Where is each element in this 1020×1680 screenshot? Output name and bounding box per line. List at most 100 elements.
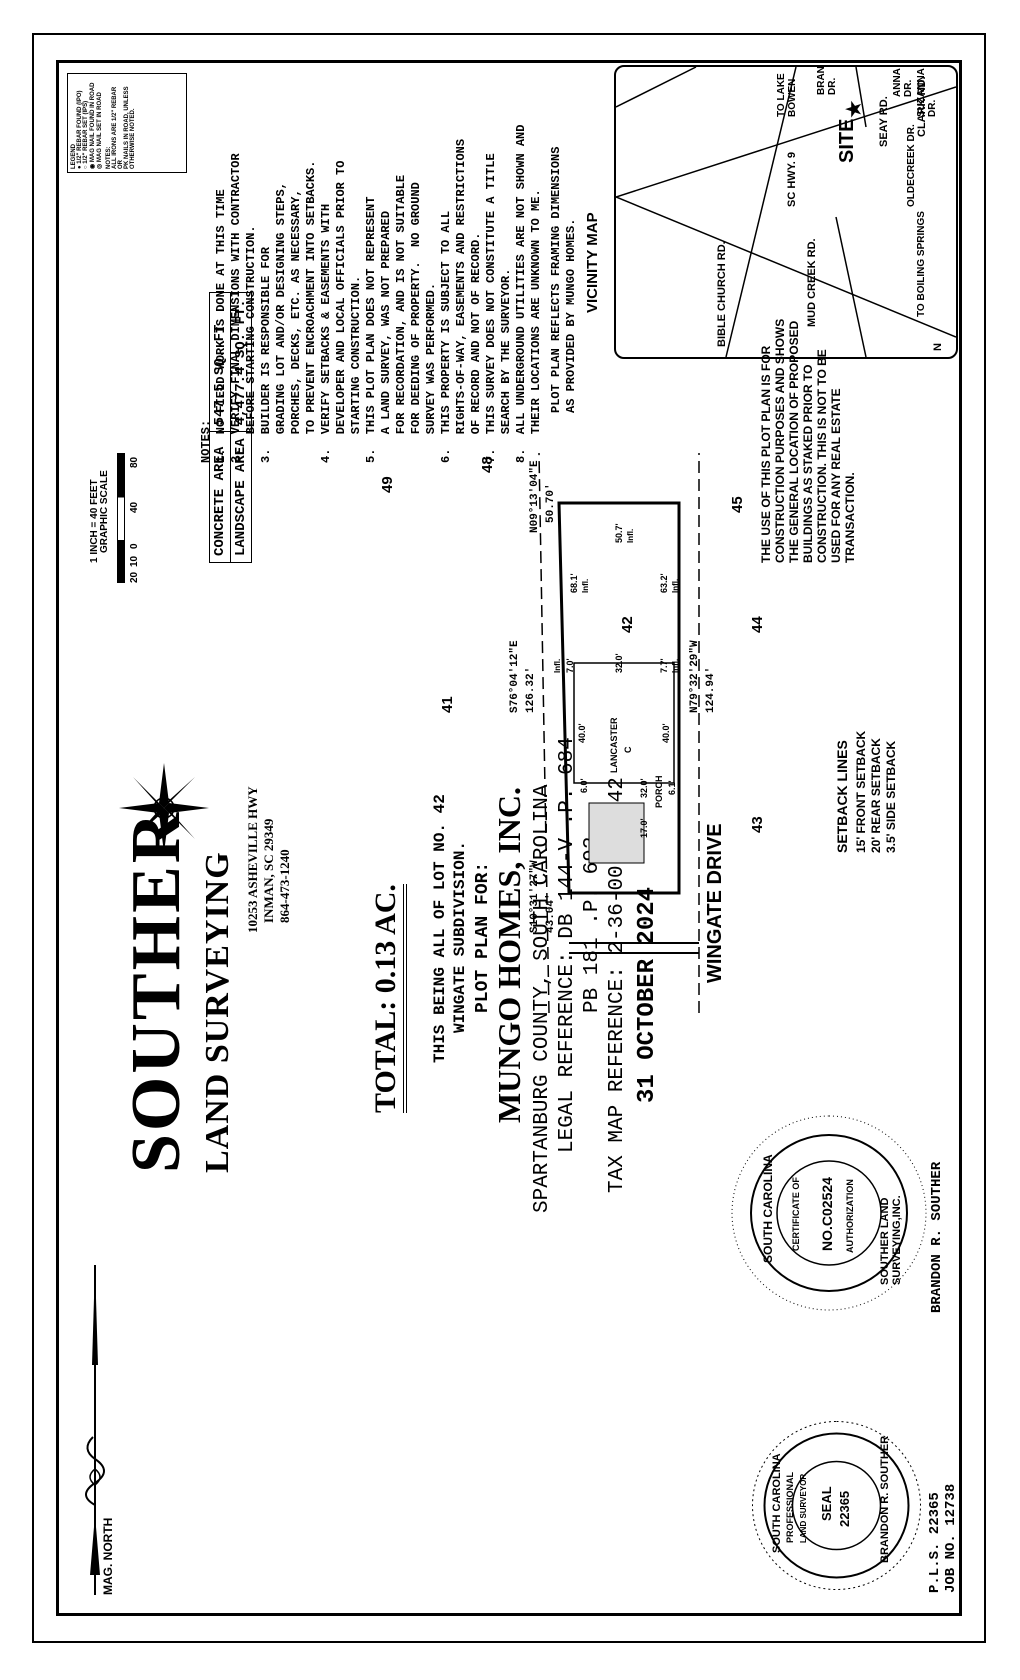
- plat-drawing: WINGATE DRIVE S10°31'27"W 43.04' N09°13'…: [209, 452, 829, 1014]
- seal1-auth: AUTHORIZATION: [845, 1179, 855, 1253]
- note-line: SEARCH BY THE SURVEYOR.: [499, 268, 513, 463]
- lot-number: 44: [749, 616, 766, 633]
- seal2-name: BRANDON R. SOUTHER: [879, 1435, 891, 1563]
- setback-line: 20' REAR SETBACK: [869, 738, 883, 853]
- vicinity-map: ★ SITE SC HWY. 9 SEAY RD. MUD CREEK RD. …: [614, 65, 958, 359]
- note-line: STARTING CONSTRUCTION.: [349, 275, 363, 463]
- plot-plan-note-2: AS PROVIDED BY MUNGO HOMES.: [564, 218, 578, 413]
- note-line: PORCHES, DECKS, ETC. AS NECESSARY,: [289, 189, 303, 463]
- legend-item: ◎ MAG NAIL SET IN ROAD: [97, 92, 103, 169]
- driveway-width: 17.0': [639, 818, 649, 838]
- house-elev: C: [623, 746, 633, 754]
- vicinity-to-lake-bowen: TO LAKE BOWEN: [776, 73, 798, 117]
- left-side-infl: Infl.: [671, 658, 680, 673]
- surveyor-name: BRANDON R. SOUTHER: [929, 1161, 945, 1313]
- note-line: OF RECORD AND NOT OF RECORD.: [469, 232, 483, 463]
- vicinity-brannon: BRANNON DR.: [816, 65, 838, 95]
- note-line: 7. THIS SURVEY DOES NOT CONSTITUTE A TIT…: [484, 153, 498, 463]
- seal-company: SOUTH CAROLINA CERTIFICATE OF NO.C02524 …: [729, 1113, 929, 1313]
- vicinity-north: N: [932, 343, 944, 351]
- scale-title: GRAPHIC SCALE: [99, 470, 110, 553]
- rear-setback-width: 50.7': [614, 523, 624, 543]
- setback-line: 3.5' SIDE SETBACK: [884, 740, 898, 853]
- rear-setback-infl: Infl.: [626, 528, 635, 543]
- porch-width: 32.0': [639, 778, 649, 798]
- right-setback-infl: Infl.: [581, 578, 590, 593]
- note-line: DEVELOPER AND LOCAL OFFICIALS PRIOR TO: [334, 160, 348, 463]
- right-side-infl: Infl.: [553, 658, 562, 673]
- vicinity-to-boiling-springs: TO BOILING SPRINGS: [916, 211, 927, 317]
- note-line: FOR RECORDATION, AND IS NOT SUITABLE: [394, 174, 408, 463]
- lot-number: 45: [729, 496, 746, 513]
- street-name: WINGATE DRIVE: [704, 823, 726, 983]
- porch-right: 6.0': [579, 778, 589, 793]
- legend-box: LEGEND ● 1/2" REBAR FOUND (IPO) ○ 1/2" R…: [67, 73, 187, 173]
- seal2-prof: PROFESSIONAL: [785, 1471, 795, 1543]
- note-line: 3. BUILDER IS RESPONSIBLE FOR: [259, 246, 273, 463]
- house-depth-1: 40.0': [577, 723, 587, 743]
- scale-tick: 20: [129, 571, 140, 583]
- mag-north-arrow: MAG. NORTH: [65, 1245, 125, 1595]
- seal1-num: NO.C02524: [819, 1177, 835, 1251]
- inner-border: [56, 60, 962, 1616]
- vicinity-seay: SEAY RD.: [878, 96, 890, 147]
- note-line: 4. VERIFY SETBACKS & EASEMENTS WITH: [319, 203, 333, 463]
- seal-surveyor: SOUTH CAROLINA PROFESSIONAL LAND SURVEYO…: [749, 1418, 924, 1593]
- note-line: 8. ALL UNDERGROUND UTILITIES ARE NOT SHO…: [514, 124, 528, 463]
- house-width: 32.0': [614, 653, 624, 673]
- area-value: 4,477.4 SQ. FT.: [230, 292, 252, 432]
- surveyor-seal-icon: [752, 1421, 921, 1590]
- lot-number: 49: [379, 476, 396, 493]
- compass-rose: [119, 763, 209, 853]
- house-depth-2: 40.0': [661, 723, 671, 743]
- vicinity-site: SITE: [836, 118, 858, 163]
- lot-number: 41: [439, 696, 456, 713]
- scale-tick: 0: [129, 543, 140, 549]
- legend-note: OTHERWISE NOTED.: [130, 108, 136, 169]
- vicinity-anna: ANNA DR.: [892, 68, 914, 97]
- scale-tick: 10: [129, 555, 140, 567]
- vicinity-map-title: VICINITY MAP: [584, 212, 601, 313]
- area-value: 547.5 SQ. FT.: [209, 292, 231, 432]
- bearing-front-dist: 43.04': [545, 893, 557, 933]
- bearing-left-dist: 124.94': [705, 666, 717, 713]
- note-line: THEIR LOCATIONS ARE UNKNOWN TO ME.: [529, 189, 543, 463]
- bearing-left: N79°32'29"W: [689, 640, 701, 713]
- note-line: A LAND SURVEY, WAS NOT PREPARED: [379, 210, 393, 463]
- seal2-seal: SEAL: [819, 1486, 834, 1521]
- scale-tick: 40: [129, 501, 140, 513]
- left-side-offset: 7.7': [659, 658, 669, 673]
- disclaimer-line: TRANSACTION.: [843, 472, 857, 563]
- setback-title: SETBACK LINES: [834, 740, 850, 853]
- vicinity-mud-creek: MUD CREEK RD.: [806, 238, 818, 327]
- porch-left: 6.1': [667, 780, 677, 795]
- left-setback: 63.2': [659, 573, 669, 593]
- scale-tick: 80: [129, 456, 140, 468]
- legend-item: ◉ MAG NAIL FOUND IN ROAD: [90, 82, 96, 169]
- job-number: JOB NO. 12738: [943, 1483, 959, 1593]
- bearing-rear-dist: 50.70': [545, 483, 557, 523]
- bearing-rear: N09°13'04"E: [529, 460, 541, 533]
- left-setback-infl: Infl.: [671, 578, 680, 593]
- house-name: LANCASTER: [609, 717, 619, 774]
- graphic-scale: GRAPHIC SCALE 20 10 0 40 80 1 INCH = 40 …: [69, 443, 189, 583]
- mag-north-label: MAG. NORTH: [101, 1517, 115, 1595]
- company-block: MAG. NORTH SOUTHER LAND SURVEYING 10253 …: [59, 63, 359, 1613]
- note-line: TO PREVENT ENCROACHMENT INTO SETBACKS.: [304, 160, 318, 463]
- seal1-top: SOUTH CAROLINA: [761, 1154, 775, 1263]
- seal2-num: 22365: [837, 1490, 852, 1527]
- lot-number: 42: [619, 616, 636, 633]
- scale-bar: [117, 453, 125, 583]
- rotated-drawing-sheet: MAG. NORTH SOUTHER LAND SURVEYING 10253 …: [59, 63, 959, 1613]
- right-setback: 68.1': [569, 573, 579, 593]
- site-star-icon: ★: [841, 99, 866, 119]
- bearing-right: S76°04'12"E: [509, 640, 521, 713]
- nail-set-icon: ◎: [97, 163, 103, 169]
- legend-note: ALL IRONS ARE 1/2" REBAR OR: [112, 86, 124, 169]
- company-seal-icon: [731, 1115, 927, 1311]
- vicinity-sc-hwy: SC HWY. 9: [786, 151, 798, 207]
- vicinity-olde-creek: OLDECREEK DR.: [906, 124, 917, 207]
- note-line: 5. THIS PLOT PLAN DOES NOT REPRESENT: [364, 196, 378, 463]
- company-name: SOUTHER: [118, 809, 195, 1173]
- vicinity-bible-church: BIBLE CHURCH RD.: [716, 241, 728, 347]
